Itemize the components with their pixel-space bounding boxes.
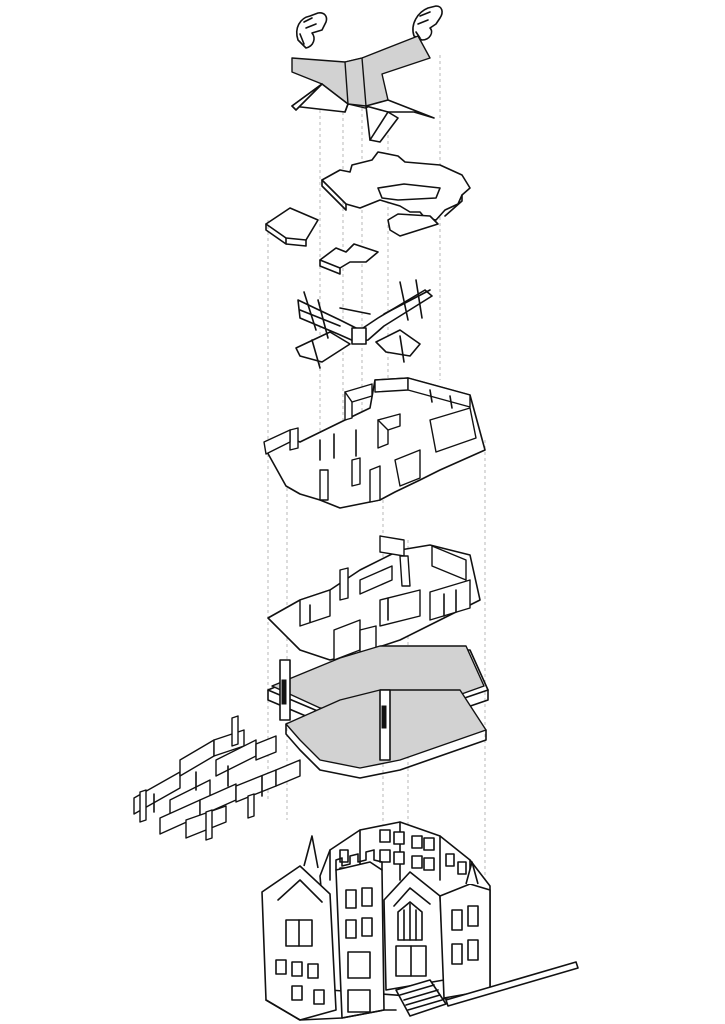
lower-walls-layer: [133, 715, 301, 841]
middle-floor-layer: [267, 535, 481, 665]
attic-floor-pieces: [265, 207, 379, 275]
roof-truss-layer: [295, 279, 433, 369]
assembled-church-building: [261, 821, 579, 1021]
entrance-stairs: [395, 979, 447, 1017]
ground-slab-layer: [267, 645, 489, 779]
upper-floor-walls-layer: [263, 377, 486, 509]
roof-deck-layer: [321, 151, 471, 237]
right-hand-icon: [412, 5, 443, 41]
roof-layer: [291, 35, 435, 143]
left-hand-icon: [295, 12, 328, 49]
